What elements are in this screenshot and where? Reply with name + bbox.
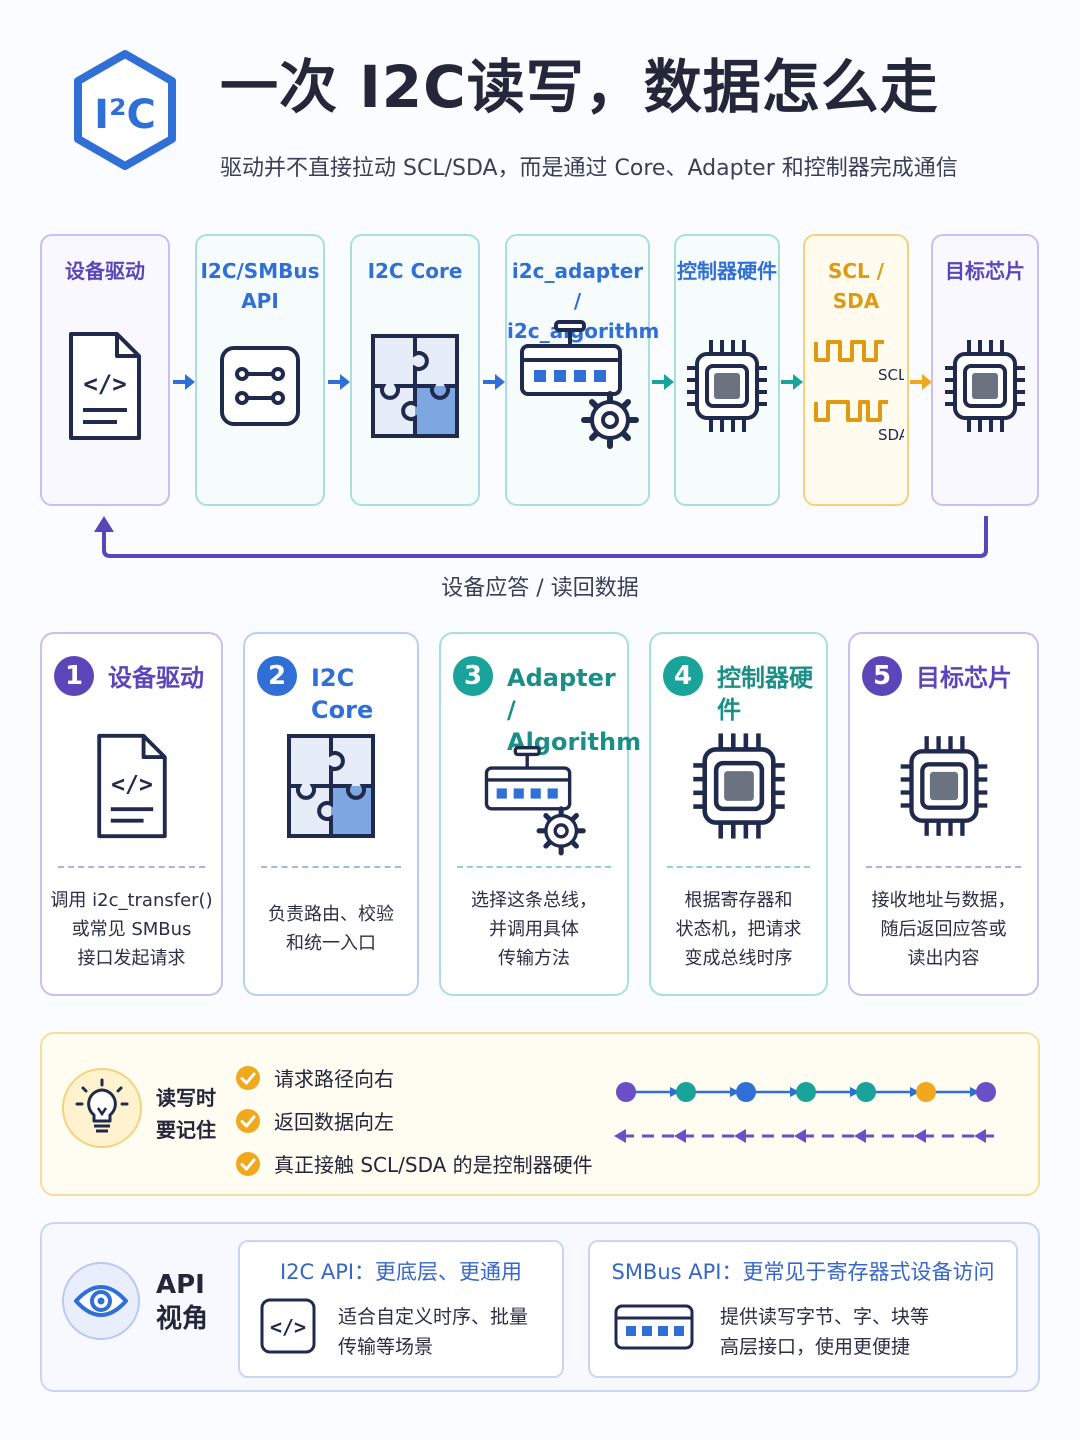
svg-text:</>: </>: [111, 772, 153, 798]
stage-adapter-algorithm: i2c_adapter / i2c_algorithm: [505, 234, 659, 506]
card-title: 目标芯片: [916, 664, 1012, 692]
card-description: 根据寄存器和状态机，把请求变成总线时序: [675, 890, 802, 969]
tip-text: 真正接触 SCL/SDA 的是控制器硬件: [274, 1153, 593, 1177]
stage-scl-sda: SCL / SDA SCL SDA: [803, 234, 909, 506]
page-subtitle: 驱动并不直接拉动 SCL/SDA，而是通过 Core、Adapter 和控制器完…: [220, 156, 958, 181]
code-file-icon: </>: [42, 326, 168, 446]
card-title: 控制器硬件: [717, 664, 813, 724]
step-badge: 2: [257, 656, 297, 696]
card-divider: [667, 866, 810, 868]
tip-text: 请求路径向右: [274, 1067, 394, 1091]
card-description: 选择这条总线，并调用具体传输方法: [471, 890, 597, 969]
flow-arrow-icon: [173, 374, 195, 390]
tips-heading: 读写时要记住: [156, 1086, 216, 1142]
code-icon: </>: [260, 1298, 316, 1354]
stage-controller-hw: 控制器硬件: [674, 234, 780, 506]
tip-item: 请求路径向右: [236, 1056, 593, 1099]
card-target-chip: 5 目标芯片 接收地址与数据，随后返回应答或读出内容: [848, 632, 1039, 996]
tip-item: 返回数据向左: [236, 1099, 593, 1142]
flow-arrow-icon: [910, 374, 932, 390]
chip-icon: [676, 326, 778, 446]
return-path-label: 设备应答 / 读回数据: [441, 576, 639, 601]
flow-arrow-icon: [781, 374, 803, 390]
svg-text:</>: </>: [270, 1315, 306, 1339]
check-icon: [236, 1108, 260, 1133]
step-badge: 3: [453, 656, 493, 696]
step-badge: 5: [862, 656, 902, 696]
sda-label: SDA: [878, 426, 904, 444]
code-file-icon: </>: [42, 726, 221, 846]
card-title: I2C Core: [311, 664, 374, 724]
card-title: 设备驱动: [108, 664, 204, 692]
card-divider: [58, 866, 205, 868]
card-adapter-algorithm: 3 Adapter /Algorithm 选择这条总线，并调用具体传输方法: [439, 632, 641, 996]
check-icon: [236, 1151, 260, 1176]
stage-title: 设备驱动: [65, 259, 145, 283]
stage-target-chip: 目标芯片: [931, 234, 1039, 506]
flow-arrow-icon: [483, 374, 505, 390]
flow-arrow-icon: [328, 374, 350, 390]
puzzle-icon: [245, 726, 417, 846]
check-icon: [236, 1065, 260, 1090]
card-description: 接收地址与数据，随后返回应答或读出内容: [871, 890, 1016, 969]
i2c-api-box: I2C API：更底层、更通用 </> 适合自定义时序、批量传输等场景: [238, 1240, 564, 1378]
api-box-description: 适合自定义时序、批量传输等场景: [338, 1306, 529, 1358]
chip-icon: [651, 726, 826, 846]
adapter-gear-icon: [507, 320, 648, 449]
tip-text: 返回数据向左: [274, 1110, 394, 1134]
stage-device-driver: 设备驱动 </>: [40, 234, 170, 506]
tips-panel: 读写时要记住 请求路径向右 返回数据向左 真正接触 SCL/SDA 的是控制器硬…: [40, 1032, 1040, 1196]
step-badge: 1: [54, 656, 94, 696]
page-title: 一次 I2C读写，数据怎么走: [220, 53, 939, 121]
stage-title: 控制器硬件: [677, 259, 777, 283]
stage-i2c-core: I2C Core: [350, 234, 480, 506]
chip-icon: [933, 326, 1037, 446]
api-link-icon: [197, 326, 323, 446]
stage-title: I2C/SMBus API: [200, 259, 320, 313]
puzzle-icon: [352, 326, 478, 446]
adapter-gear-icon: [441, 742, 627, 862]
card-description: 负责路由、校验和统一入口: [268, 904, 394, 954]
bus-device-icon: [614, 1304, 694, 1350]
api-box-title: SMBus API：更常见于寄存器式设备访问: [611, 1260, 995, 1284]
smbus-api-box: SMBus API：更常见于寄存器式设备访问 提供读写字节、字、块等高层接口，使…: [588, 1240, 1018, 1378]
stage-title: 目标芯片: [945, 259, 1025, 283]
stage-title: I2C Core: [367, 259, 463, 283]
return-path-arrow: [94, 516, 988, 558]
logo-text: I²C: [94, 92, 156, 138]
i2c-logo: I²C: [72, 50, 178, 170]
stage-title: SCL / SDA: [827, 259, 885, 313]
svg-text:</>: </>: [83, 370, 126, 398]
tip-item: 真正接触 SCL/SDA 的是控制器硬件: [236, 1142, 593, 1185]
card-i2c-core: 2 I2C Core 负责路由、校验和统一入口: [243, 632, 419, 996]
scl-label: SCL: [878, 366, 904, 384]
card-divider: [866, 866, 1021, 868]
request-return-dots-diagram: [614, 1082, 998, 1143]
tips-list: 请求路径向右 返回数据向左 真正接触 SCL/SDA 的是控制器硬件: [236, 1056, 593, 1185]
lightbulb-icon: [62, 1068, 142, 1148]
chip-icon: [850, 726, 1037, 846]
card-divider: [261, 866, 401, 868]
eye-icon: [62, 1262, 140, 1340]
api-box-title: I2C API：更底层、更通用: [279, 1260, 523, 1284]
waveform-icon: SCL SDA: [805, 326, 907, 446]
card-controller-hw: 4 控制器硬件 根据寄存器和状态机，把请求变成总线时序: [649, 632, 828, 996]
api-box-description: 提供读写字节、字、块等高层接口，使用更便捷: [720, 1306, 930, 1358]
step-badge: 4: [663, 656, 703, 696]
flow-arrow-icon: [652, 374, 674, 390]
stage-smbus-api: I2C/SMBus API: [195, 234, 325, 506]
card-divider: [457, 866, 611, 868]
